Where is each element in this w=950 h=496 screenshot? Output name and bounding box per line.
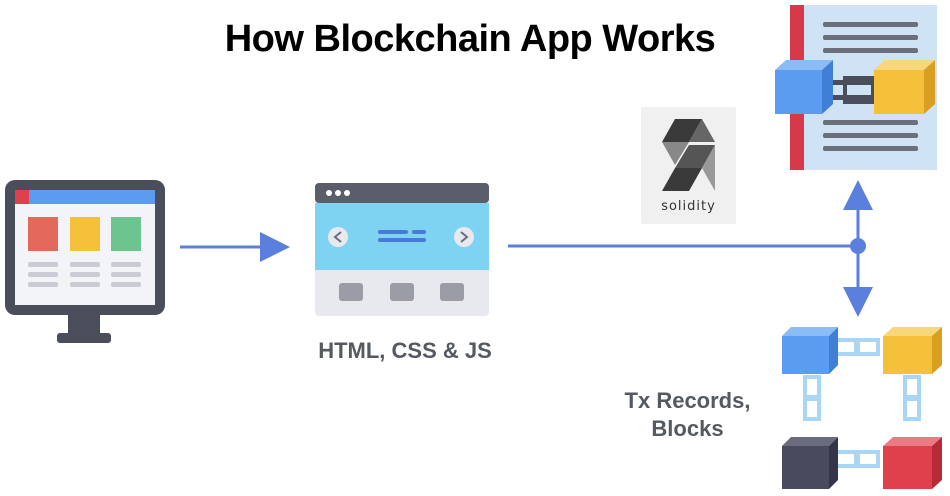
tx-records-label: Tx Records, Blocks bbox=[600, 387, 775, 443]
solidity-logo-icon bbox=[662, 119, 715, 191]
web-tech-label: HTML, CSS & JS bbox=[318, 338, 492, 363]
monitor-icon bbox=[5, 180, 165, 343]
solidity-label: solidity bbox=[661, 199, 716, 214]
tx-records-line-2: Blocks bbox=[651, 416, 724, 441]
webpage-icon bbox=[315, 183, 489, 316]
page-title: How Blockchain App Works bbox=[224, 18, 716, 60]
solidity-logo-card: solidity bbox=[641, 107, 736, 224]
ledger-book-icon bbox=[775, 5, 937, 170]
tx-records-line-1: Tx Records, bbox=[624, 388, 751, 413]
blockchain-blocks-icon bbox=[782, 327, 942, 489]
